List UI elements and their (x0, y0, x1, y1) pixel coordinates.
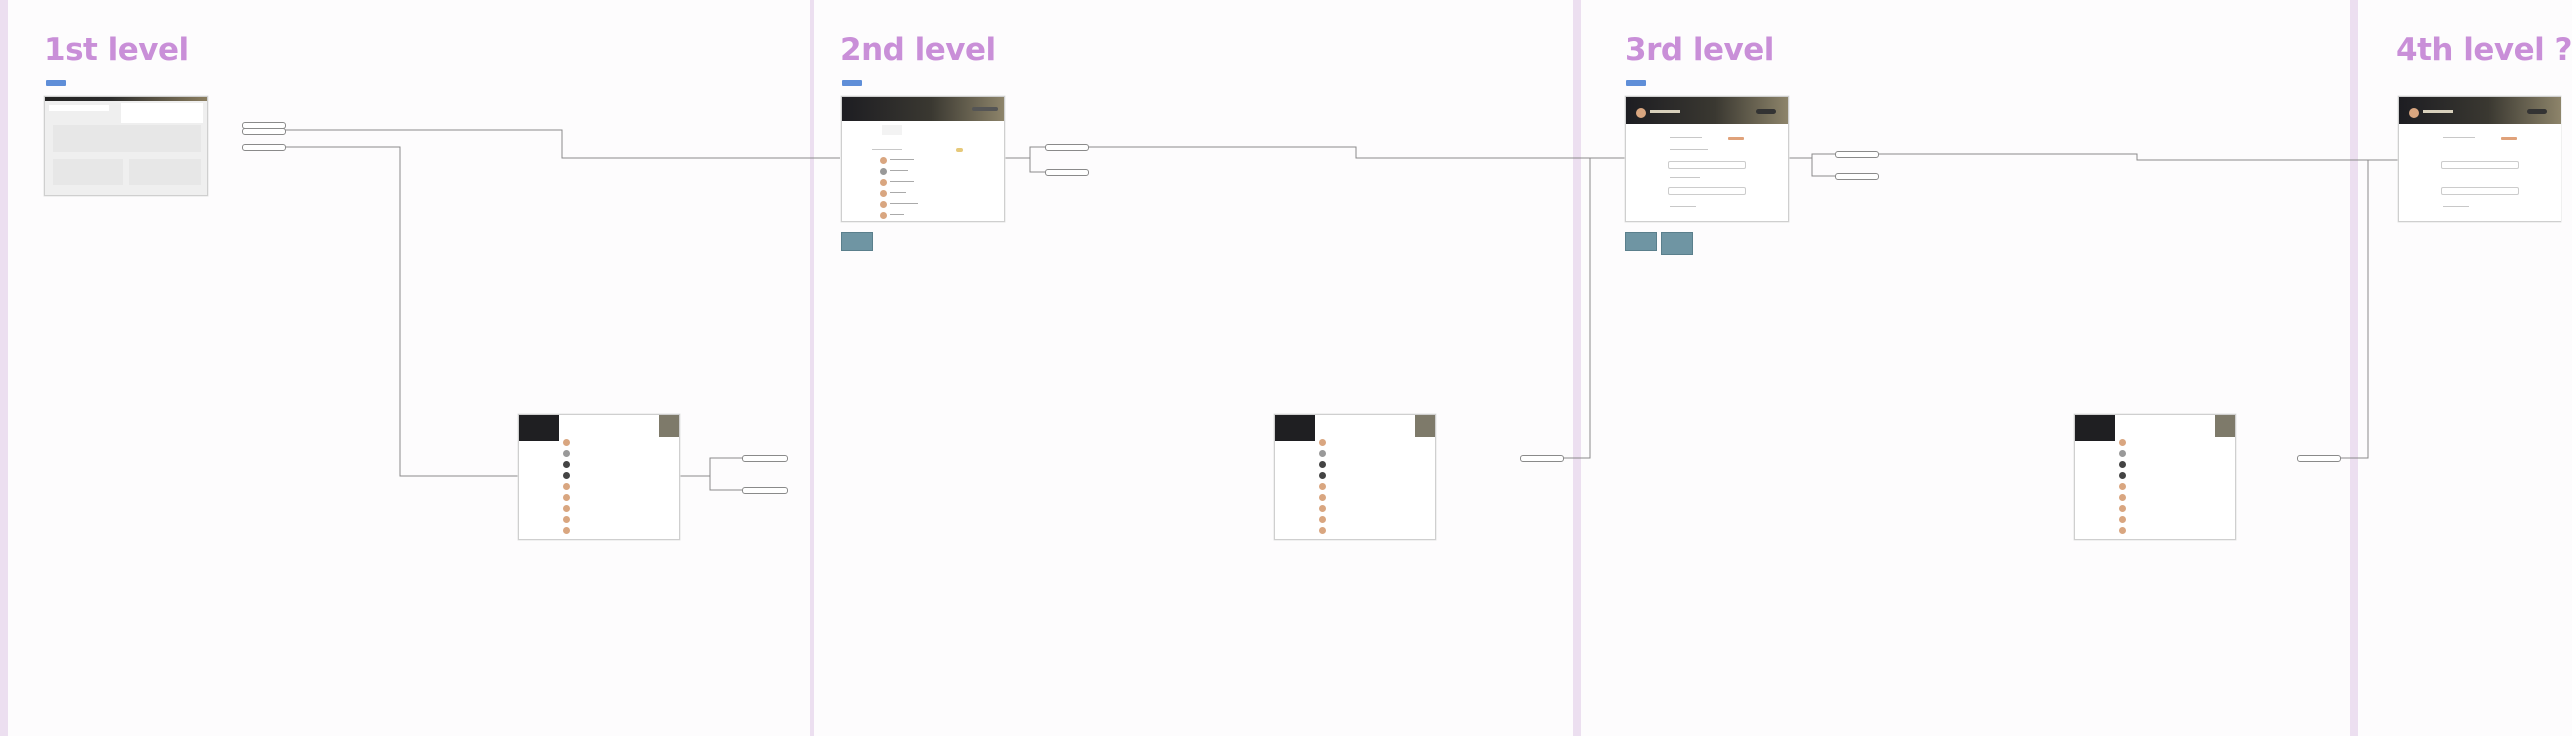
avatar-icon (880, 212, 887, 219)
avatar-icon (1319, 494, 1326, 501)
column-divider-4 (2350, 0, 2358, 736)
flow-label (742, 487, 788, 494)
avatar-icon (563, 505, 570, 512)
toggle-icon (956, 148, 963, 152)
avatar-icon (2119, 472, 2126, 479)
avatar-icon (2119, 516, 2126, 523)
flow-label (742, 455, 788, 462)
flow-label (242, 128, 286, 135)
avatar-icon (2119, 450, 2126, 457)
screen-thumbnail-level1 (44, 96, 208, 196)
level-heading-4: 4th level ? (2396, 32, 2572, 68)
avatar-icon (1319, 505, 1326, 512)
sticky-note (1661, 232, 1693, 255)
avatar-icon (1319, 439, 1326, 446)
screen-thumbnail-list-2 (1274, 414, 1436, 540)
flow-label (1045, 169, 1089, 176)
avatar-icon (880, 157, 887, 164)
avatar-icon (563, 527, 570, 534)
avatar-icon (1636, 108, 1646, 118)
avatar-icon (563, 494, 570, 501)
screen-thumbnail-level3 (1625, 96, 1789, 222)
avatar-icon (1319, 450, 1326, 457)
flow-label (2297, 455, 2341, 462)
avatar-icon (880, 190, 887, 197)
screen-thumbnail-list-1 (518, 414, 680, 540)
avatar-icon (880, 179, 887, 186)
avatar-icon (2119, 483, 2126, 490)
avatar-icon (563, 450, 570, 457)
avatar-icon (1319, 527, 1326, 534)
avatar-icon (1319, 516, 1326, 523)
flow-label (1520, 455, 1564, 462)
avatar-icon (1319, 472, 1326, 479)
frame-tag-3 (1626, 80, 1646, 86)
sticky-note (1625, 232, 1657, 251)
level-heading-3: 3rd level (1625, 32, 1774, 68)
avatar-icon (2119, 494, 2126, 501)
avatar-icon (563, 472, 570, 479)
screen-thumbnail-level4 (2398, 96, 2561, 222)
column-divider-left (0, 0, 8, 736)
avatar-icon (1319, 461, 1326, 468)
avatar-icon (563, 516, 570, 523)
column-divider-3 (1573, 0, 1581, 736)
avatar-icon (563, 461, 570, 468)
avatar-icon (563, 483, 570, 490)
level-heading-1: 1st level (44, 32, 189, 68)
avatar-icon (2119, 527, 2126, 534)
column-divider-2 (810, 0, 814, 736)
level-heading-2: 2nd level (840, 32, 996, 68)
flow-label (242, 144, 286, 151)
avatar-icon (2119, 439, 2126, 446)
screen-thumbnail-list-3 (2074, 414, 2236, 540)
flow-label (1835, 173, 1879, 180)
avatar-icon (2119, 461, 2126, 468)
avatar-icon (1319, 483, 1326, 490)
frame-tag-2 (842, 80, 862, 86)
avatar-icon (880, 168, 887, 175)
flow-label (1045, 144, 1089, 151)
avatar-icon (880, 201, 887, 208)
avatar-icon (563, 439, 570, 446)
sticky-note (841, 232, 873, 251)
frame-tag-1 (46, 80, 66, 86)
flow-label (1835, 151, 1879, 158)
avatar-icon (2409, 108, 2419, 118)
avatar-icon (2119, 505, 2126, 512)
screen-thumbnail-level2 (841, 96, 1005, 222)
